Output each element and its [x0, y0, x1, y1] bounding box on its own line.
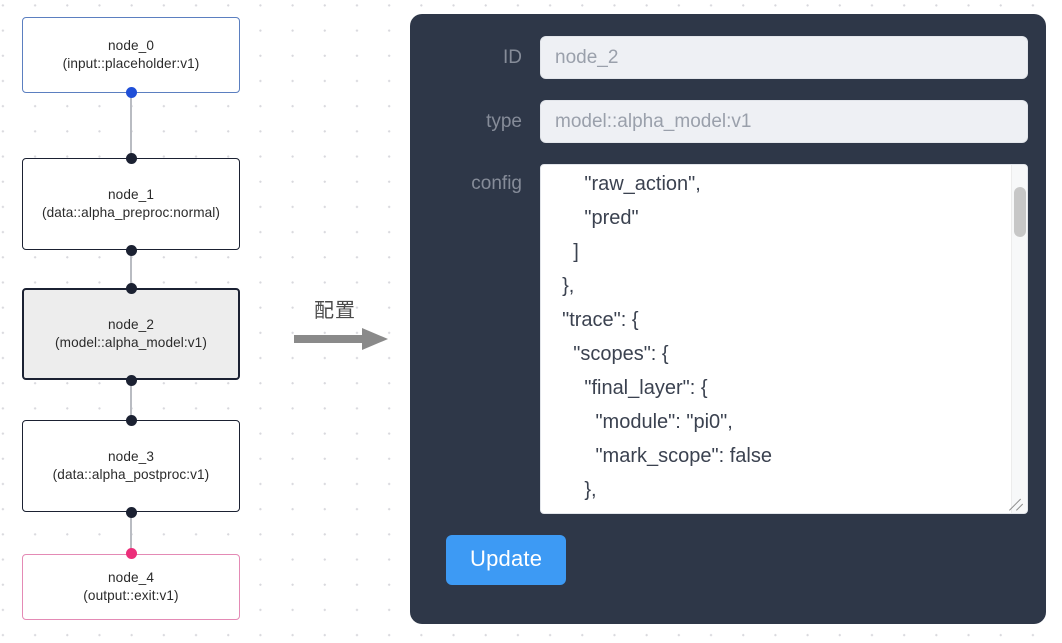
config-textarea-value[interactable]: "raw_action", "pred" ] }, "trace": { "sc…: [562, 173, 772, 501]
node1-target-port[interactable]: [125, 153, 137, 164]
node-id-label: node_2: [108, 316, 154, 332]
field-row-type: type model::alpha_model:v1: [428, 100, 1028, 143]
node2-source-port[interactable]: [125, 375, 137, 386]
node-id-label: node_1: [108, 186, 154, 202]
edge-node3-node4: [130, 511, 132, 556]
node-type-label: (data::alpha_postproc:v1): [52, 467, 210, 482]
update-button[interactable]: Update: [446, 535, 567, 585]
node-properties-panel: ID node_2 type model::alpha_model:v1 con…: [410, 14, 1046, 624]
graph-node-node_0[interactable]: node_0 (input::placeholder:v1): [22, 17, 240, 93]
edge-node0-node1: [130, 92, 132, 160]
node-type-label: (input::placeholder:v1): [62, 56, 200, 71]
config-scrollbar-thumb[interactable]: [1014, 187, 1026, 237]
node4-target-port[interactable]: [125, 548, 137, 559]
graph-node-node_4[interactable]: node_4 (output::exit:v1): [22, 554, 240, 620]
node3-target-port[interactable]: [125, 415, 137, 426]
node-id-label: node_4: [108, 569, 154, 585]
field-row-config: config "raw_action", "pred" ] }, "trace"…: [428, 164, 1028, 514]
node0-source-port[interactable]: [125, 87, 137, 98]
node-id-label: node_3: [108, 448, 154, 464]
graph-node-node_2[interactable]: node_2 (model::alpha_model:v1): [22, 288, 240, 380]
annotation-label: 配置: [314, 298, 356, 322]
edge-node1-node2: [130, 249, 132, 291]
arrow-right-icon: [294, 328, 388, 350]
node1-source-port[interactable]: [125, 245, 137, 256]
id-input[interactable]: node_2: [540, 36, 1028, 79]
config-textarea[interactable]: "raw_action", "pred" ] }, "trace": { "sc…: [540, 164, 1028, 514]
node-type-label: (model::alpha_model:v1): [55, 335, 207, 350]
node-type-label: (data::alpha_preproc:normal): [41, 205, 221, 220]
field-row-id: ID node_2: [428, 36, 1028, 79]
type-field-label: type: [486, 111, 522, 132]
edge-node2-node3: [130, 379, 132, 422]
configure-annotation: 配置: [294, 294, 394, 364]
type-input[interactable]: model::alpha_model:v1: [540, 100, 1028, 143]
graph-node-node_3[interactable]: node_3 (data::alpha_postproc:v1): [22, 420, 240, 512]
id-field-label: ID: [503, 47, 522, 68]
config-field-label: config: [471, 173, 522, 194]
node-type-label: (output::exit:v1): [83, 588, 179, 603]
node-id-label: node_0: [108, 37, 154, 53]
config-vertical-scrollbar[interactable]: [1011, 165, 1027, 513]
graph-node-node_1[interactable]: node_1 (data::alpha_preproc:normal): [22, 158, 240, 250]
node3-source-port[interactable]: [125, 507, 137, 518]
resize-grip-icon[interactable]: [1008, 494, 1026, 512]
node2-target-port[interactable]: [125, 283, 137, 294]
flow-graph[interactable]: node_0 (input::placeholder:v1) node_1 (d…: [0, 0, 400, 643]
